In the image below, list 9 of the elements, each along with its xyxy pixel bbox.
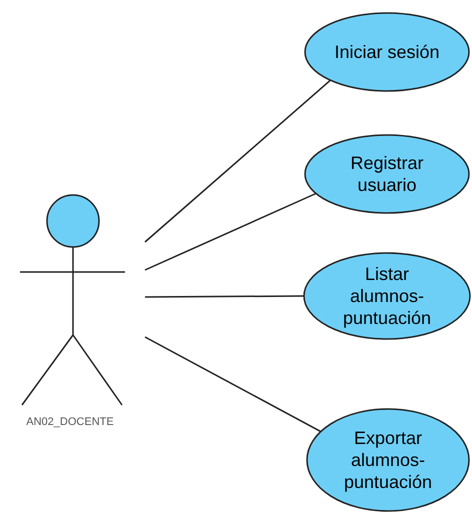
- association-line: [144, 80, 331, 243]
- association-line: [145, 295, 304, 298]
- association-line: [144, 192, 316, 271]
- use-case-label: Exportar alumnos- puntuación: [342, 427, 434, 493]
- use-case-label: Iniciar sesión: [334, 41, 440, 63]
- association-line: [144, 336, 322, 432]
- use-case-label: Listar alumnos- puntuación: [342, 263, 432, 329]
- actor-label: AN02_DOCENTE: [26, 415, 114, 430]
- use-case-label: Registrar usuario: [349, 152, 425, 196]
